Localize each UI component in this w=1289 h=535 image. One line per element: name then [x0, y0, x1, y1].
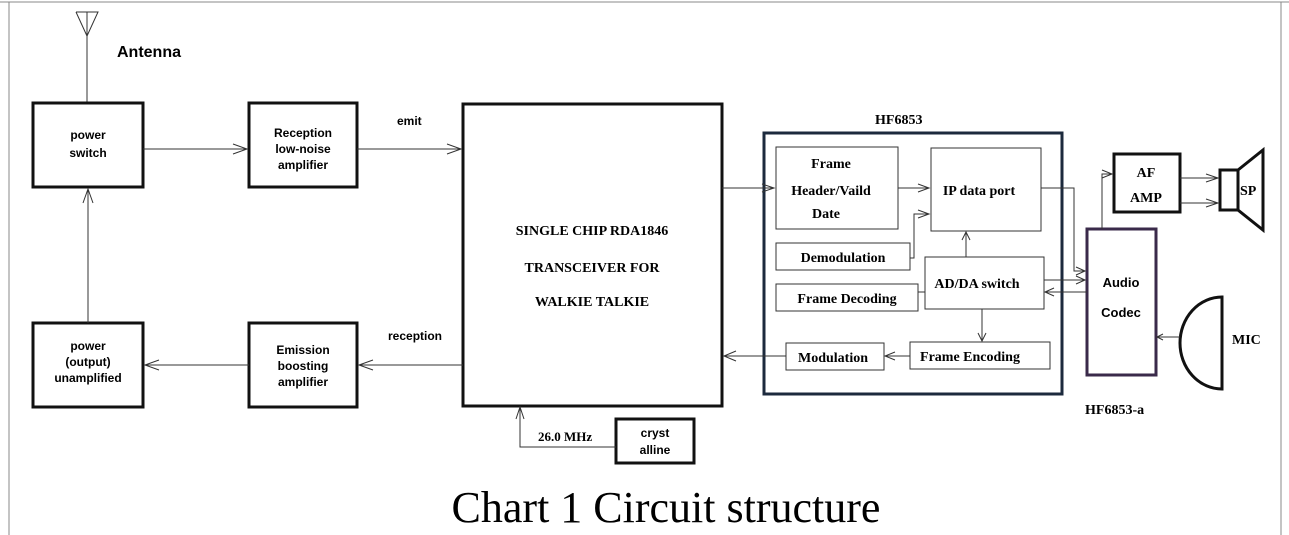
audio-codec-block [1085, 227, 1158, 377]
wire-ip-to-codec [1041, 187, 1087, 276]
adda-switch-label: AD/DA switch [934, 277, 1019, 292]
af-amp-block [1112, 152, 1182, 214]
power-output-line-1: power [70, 339, 106, 353]
emission-amp-line-3: amplifier [278, 375, 328, 389]
crystal-line-2: alline [640, 443, 671, 457]
frequency-label: 26.0 MHz [538, 429, 592, 444]
microphone-icon [1178, 295, 1224, 391]
wire-emission-to-power-output [143, 359, 249, 371]
wire-switch-to-lna [143, 143, 249, 155]
wire-encoding-to-modulation [883, 351, 910, 361]
af-amp-line-1: AF [1137, 166, 1156, 181]
frame-decoding-block [775, 283, 919, 312]
wire-codec-to-adda [1043, 287, 1087, 297]
power-output-line-2: (output) [65, 355, 110, 369]
power-output-line-3: unamplified [54, 371, 121, 385]
ip-data-port-label: IP data port [943, 184, 1016, 199]
diagram-caption: Chart 1 Circuit structure [452, 483, 881, 532]
emission-amp-line-1: Emission [276, 343, 329, 357]
codec-part-label: HF6853-a [1085, 403, 1144, 418]
audio-codec-line-2: Codec [1101, 305, 1141, 320]
antenna-label: Antenna [117, 44, 181, 61]
crystal-block [614, 417, 696, 465]
hf6853-title: HF6853 [875, 113, 922, 128]
frame-header-block [775, 146, 899, 230]
frame-decoding-label: Frame Decoding [797, 292, 896, 307]
demodulation-block [775, 242, 911, 271]
emission-amp-block [247, 321, 359, 409]
ip-data-port-block [930, 147, 1042, 232]
adda-switch-block [924, 256, 1045, 310]
transceiver-block [461, 102, 724, 408]
frame-encoding-block [909, 341, 1051, 370]
wire-modulation-to-transceiver [722, 350, 786, 362]
reception-lna-block [247, 101, 359, 189]
reception-lna-line-1: Reception [274, 126, 332, 140]
reception-lna-line-2: low-noise [275, 142, 331, 156]
antenna-icon [75, 11, 99, 103]
demodulation-label: Demodulation [801, 251, 886, 266]
emission-amp-line-2: boosting [278, 359, 329, 373]
wire-adda-to-codec [1044, 275, 1087, 285]
power-switch-line-1: power [70, 128, 106, 142]
power-output-block [31, 321, 145, 409]
wire-demod-to-ip [910, 209, 931, 259]
wire-adda-to-ip [961, 230, 971, 257]
wire-codec-to-af-amp [1101, 169, 1114, 229]
reception-label: reception [388, 329, 442, 343]
wire-transceiver-to-emission [357, 359, 463, 371]
emit-label: emit [397, 114, 422, 128]
wire-lna-to-transceiver [357, 143, 463, 155]
crystal-line-1: cryst [641, 426, 670, 440]
modulation-label: Modulation [798, 351, 868, 366]
power-switch-line-2: switch [69, 146, 106, 160]
speaker-label: SP [1240, 184, 1257, 199]
wire-adda-to-frame-encoding [977, 309, 987, 343]
wire-crystal-to-transceiver [515, 405, 616, 448]
wire-af-amp-to-speaker [1180, 173, 1220, 208]
wire-transceiver-to-frame-header [722, 183, 776, 193]
wire-mic-to-codec [1155, 333, 1180, 341]
mic-label: MIC [1232, 333, 1261, 348]
transceiver-line-1: SINGLE CHIP RDA1846 [516, 224, 668, 239]
transceiver-line-3: WALKIE TALKIE [535, 295, 649, 310]
transceiver-line-2: TRANSCEIVER FOR [525, 261, 661, 276]
frame-header-line-1: Frame [811, 157, 851, 172]
af-amp-line-2: AMP [1130, 191, 1162, 206]
power-switch-block [31, 101, 145, 189]
frame-header-line-2: Header/Vaild [791, 184, 871, 199]
reception-lna-line-3: amplifier [278, 158, 328, 172]
audio-codec-line-1: Audio [1103, 275, 1140, 290]
frame-header-line-3: Date [812, 207, 840, 222]
frame-encoding-label: Frame Encoding [920, 350, 1020, 365]
wire-power-output-to-switch [82, 187, 94, 323]
wire-frame-header-to-ip [898, 183, 931, 193]
speaker-icon [1218, 146, 1265, 234]
